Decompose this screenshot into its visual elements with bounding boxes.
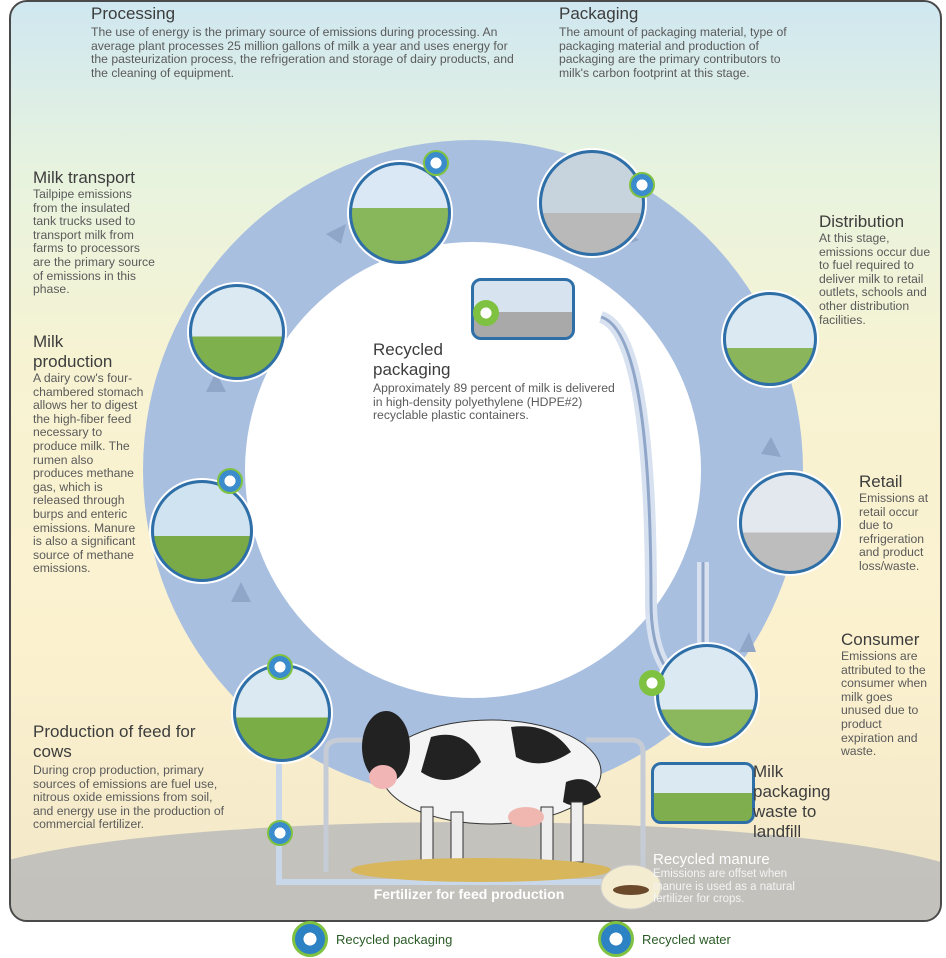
cow-illustration [362, 711, 602, 863]
processing-text: The use of energy is the primary source … [91, 25, 514, 80]
recycled-packaging-title: Recycled packaging [373, 340, 451, 379]
recycled-water-icon [217, 468, 243, 494]
consumer-title: Consumer [841, 630, 920, 649]
distribution-truck-image [723, 292, 817, 386]
recycled-water-icon [629, 172, 655, 198]
tank-truck-image [189, 284, 285, 380]
legend-recycled-packaging-label: Recycled packaging [336, 931, 453, 947]
legend-recycled-water-label: Recycled water [642, 931, 731, 947]
retail-store-image [739, 472, 841, 574]
tractor-field-image [233, 664, 331, 762]
packaging-facility-image [539, 150, 645, 256]
recycled-water-icon [598, 921, 634, 957]
manure-text: Emissions are offset when manure is used… [653, 868, 795, 905]
recycled-water-icon [267, 820, 293, 846]
processing-plant-image [349, 162, 451, 264]
manure-title: Recycled manure [653, 851, 770, 868]
retail-text: Emissions at retail occur due to refrige… [859, 491, 929, 573]
milk-production-text: A dairy cow's four-chambered stomach all… [33, 371, 144, 576]
recycled-water-icon [267, 654, 293, 680]
fertilizer-label: Fertilizer for feed production [373, 886, 565, 902]
milk-production-title: Milk production [33, 332, 113, 371]
recycled-packaging-icon [292, 921, 328, 957]
packaging-text: The amount of packaging material, type o… [559, 25, 787, 80]
distribution-text: At this stage, emissions occur due to fu… [819, 231, 931, 327]
landfill-truck-image [651, 762, 755, 824]
recycled-packaging-icon [639, 670, 665, 696]
feed-text: During crop production, primary sources … [33, 763, 225, 832]
legend-recycled-water: Recycled water [598, 921, 731, 957]
retail-title: Retail [859, 472, 903, 491]
legend-recycled-packaging: Recycled packaging [292, 921, 453, 957]
recycled-water-icon [423, 150, 449, 176]
milk-transport-text: Tailpipe emissions from the insulated ta… [33, 187, 155, 297]
packaging-title: Packaging [559, 4, 639, 23]
milk-transport-title: Milk transport [33, 168, 136, 187]
landfill-title: Milk packaging waste to landfill [753, 762, 831, 841]
distribution-title: Distribution [819, 212, 905, 231]
dairy-farm-image [151, 480, 253, 582]
consumer-image [656, 644, 758, 746]
feed-title: Production of feed for cows [33, 722, 196, 761]
lifecycle-diagram: Processing The use of energy is the prim… [9, 0, 942, 922]
recycled-packaging-text: Approximately 89 percent of milk is deli… [373, 381, 615, 423]
processing-title: Processing [91, 4, 176, 23]
recycled-packaging-icon [473, 300, 499, 326]
consumer-text: Emissions are attributed to the consumer… [841, 649, 928, 759]
